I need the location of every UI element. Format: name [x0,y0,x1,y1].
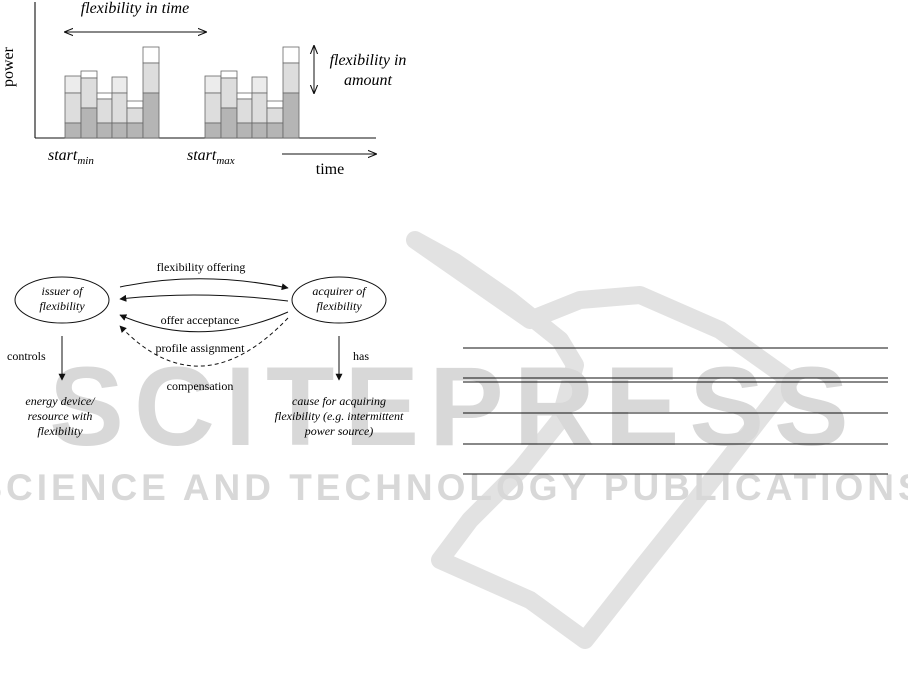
bar-top [266,100,284,109]
watermark: SCITEPRESS SCIENCE AND TECHNOLOGY PUBLIC… [0,231,908,649]
bar-top [236,92,253,100]
bar-mid [220,77,238,109]
bar-mid [111,92,128,124]
watermark-subtitle: SCIENCE AND TECHNOLOGY PUBLICATIONS [0,467,908,508]
start-max-text: start [187,147,217,164]
bar-top [80,70,98,79]
acquirer-label-line2: flexibility [316,299,362,313]
offer-acceptance-label: offer acceptance [161,313,240,327]
start-max-label: startmax [187,147,235,167]
bar-top [204,75,222,94]
bar-top [282,46,300,64]
acquirer-label-line1: acquirer of [312,284,367,298]
cause-label-line3: power source) [304,424,374,438]
bar-base [236,122,253,139]
bar-base [204,122,222,139]
bar-mid [251,92,268,124]
bar-base [111,122,128,139]
flexibility-in-amount-label-line1: flexibility in [330,52,407,69]
start-max-subscript: max [216,155,234,167]
cause-label-line1: cause for acquiring [292,394,386,408]
issuer-label-line1: issuer of [41,284,84,298]
x-axis-label: time [316,161,344,178]
flexibility-chart: power [0,0,406,178]
controls-label: controls [7,349,46,363]
bar-mid [266,107,284,124]
watermark-book-shape [406,231,799,649]
bar-mid [126,107,144,124]
y-axis-label: power [0,46,17,87]
offer-acceptance-arrow [119,294,289,302]
device-label-line1: energy device/ [25,394,96,408]
bar-base [220,107,238,139]
bar-base [251,122,268,139]
flexibility-in-amount-label-line2: amount [344,72,393,89]
bar-top [126,100,144,109]
compensation-label: compensation [167,379,234,393]
bar-top [142,46,160,64]
bar-base [96,122,113,139]
start-min-label: startmin [48,147,94,167]
bar-mid [236,98,253,124]
device-label-line2: resource with [28,409,93,423]
bar-base [80,107,98,139]
flexibility-in-time-label: flexibility in time [81,0,189,17]
bar-mid [282,62,300,94]
bar-base [266,122,284,139]
table-rules [463,347,888,475]
profile-assignment-arrow [119,311,289,333]
device-label-line3: flexibility [37,424,83,438]
compensation-arrow [119,317,289,367]
bar-mid [204,92,222,124]
bar-mid [96,98,113,124]
profile-assignment-label: profile assignment [156,341,246,355]
bar-top [64,75,82,94]
issuer-label-line2: flexibility [39,299,85,313]
flexibility-offering-label: flexibility offering [157,260,246,274]
bar-group-start-max [204,46,300,139]
start-min-subscript: min [77,155,94,167]
bar-base [126,122,144,139]
cause-label-line2: flexibility (e.g. intermittent [275,409,404,423]
has-label: has [353,349,369,363]
flexibility-offering-arrow [119,278,289,291]
bar-mid [64,92,82,124]
roles-diagram: issuer of flexibility acquirer of flexib… [7,260,404,438]
bar-group-start-min [64,46,160,139]
bar-top [111,76,128,94]
bar-top [96,92,113,100]
issuer-ellipse [14,276,110,324]
bar-base [282,92,300,139]
bar-top [220,70,238,79]
watermark-title: SCITEPRESS [49,344,859,469]
bar-base [64,122,82,139]
bar-mid [142,62,160,94]
bar-top [251,76,268,94]
acquirer-ellipse [291,276,387,324]
bar-mid [80,77,98,109]
start-min-text: start [48,147,78,164]
bar-base [142,92,160,139]
